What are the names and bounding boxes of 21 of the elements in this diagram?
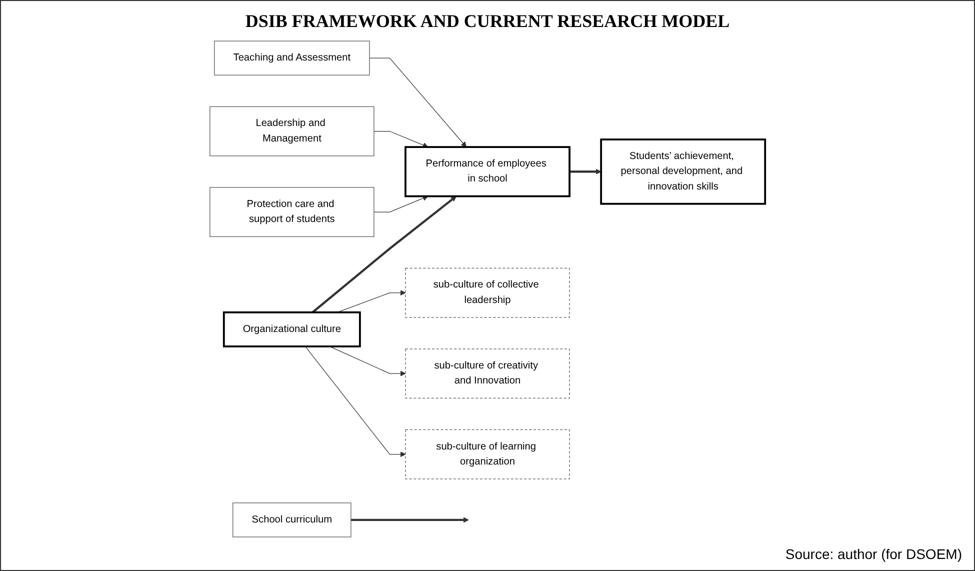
arrow (337, 290, 406, 313)
node-box: Protection care and support of students (210, 187, 374, 237)
arrow (570, 168, 602, 174)
node-box: Leadership and Management (210, 106, 374, 156)
diagram-title: DSIB FRAMEWORK AND CURRENT RESEARCH MODEL (245, 11, 730, 32)
node-box: Performance of employees in school (404, 146, 570, 198)
arrow (329, 346, 406, 376)
arrow (350, 517, 469, 523)
source-caption: Source: author (for DSOEM) (785, 546, 962, 562)
node-box: Teaching and Assessment (214, 40, 370, 76)
arrow (374, 196, 428, 212)
arrow (312, 196, 456, 314)
node-box: sub-culture of creativity and Innovation (405, 348, 570, 398)
node-box: School curriculum (232, 502, 352, 538)
node-box: sub-culture of collective leadership (405, 268, 570, 318)
arrow (374, 130, 428, 148)
arrow (304, 346, 406, 458)
arrow (369, 58, 467, 148)
node-box: Organizational culture (222, 311, 361, 348)
node-box: sub-culture of learning organization (405, 429, 570, 480)
node-box: Students’ achievement, personal development, and innovation skills (600, 138, 766, 205)
